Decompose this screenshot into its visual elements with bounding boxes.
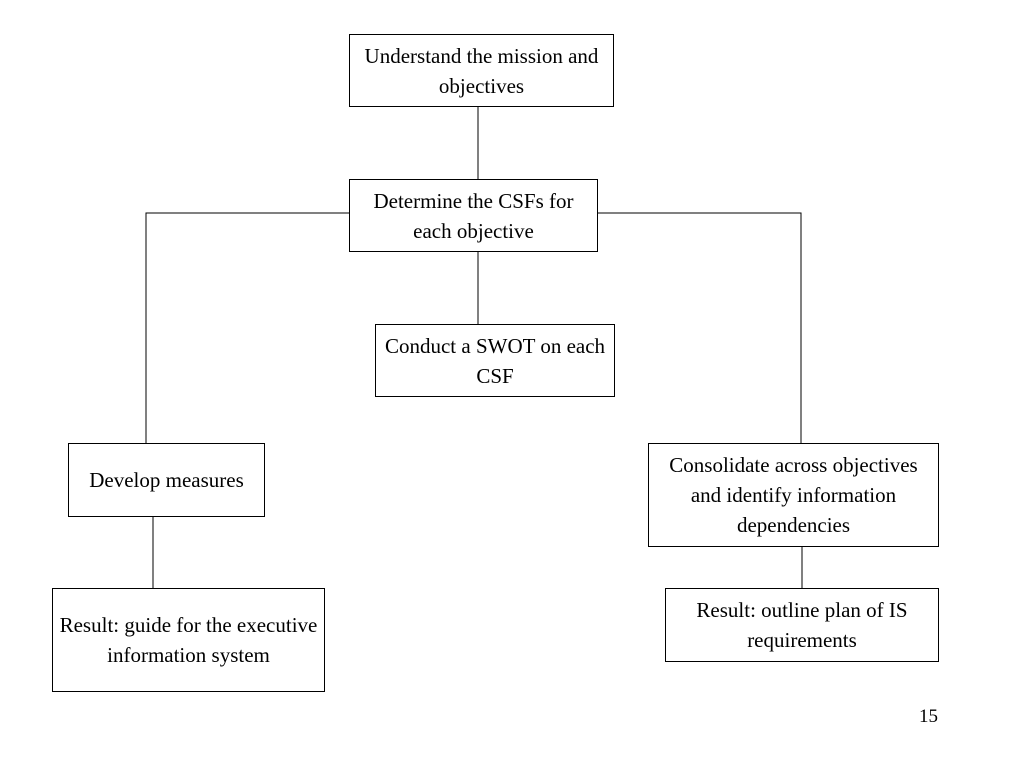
node-consolidate-label: Consolidate across objectives and identi… (669, 453, 918, 537)
page-number: 15 (919, 706, 938, 727)
node-result-eis: Result: guide for the executive informat… (52, 588, 325, 692)
edge-csfs-measures (145, 212, 349, 443)
node-result-is: Result: outline plan of IS requirements (665, 588, 939, 662)
edge-csfs-consolidate (598, 212, 802, 443)
node-result-eis-label: Result: guide for the executive informat… (59, 613, 318, 667)
node-determine-csfs: Determine the CSFs for each objective (349, 179, 598, 252)
node-conduct-swot-label: Conduct a SWOT on each CSF (384, 333, 606, 388)
node-consolidate: Consolidate across objectives and identi… (648, 443, 939, 547)
node-conduct-swot: Conduct a SWOT on each CSF (375, 324, 615, 397)
node-result-is-label: Result: outline plan of IS requirements (696, 598, 908, 652)
node-develop-measures-label: Develop measures (89, 468, 244, 492)
node-develop-measures: Develop measures (68, 443, 265, 517)
node-determine-csfs-label: Determine the CSFs for each objective (373, 188, 574, 243)
node-understand-mission: Understand the mission and objectives (349, 34, 614, 107)
node-understand-mission-label: Understand the mission and objectives (364, 43, 599, 98)
